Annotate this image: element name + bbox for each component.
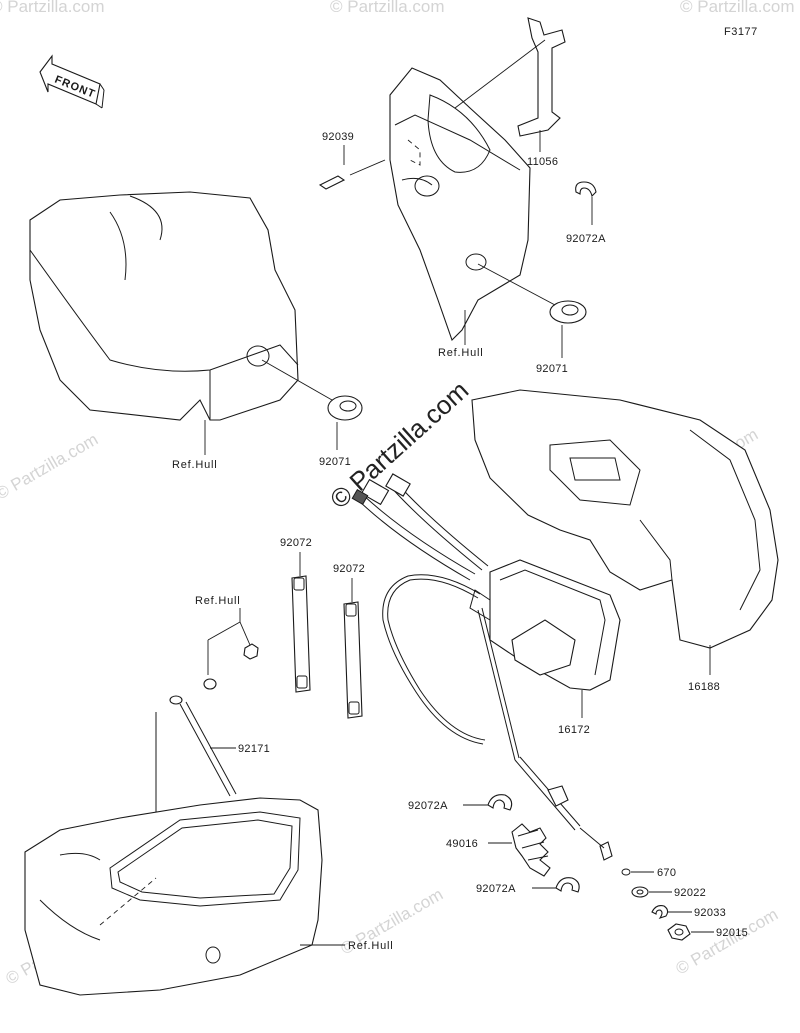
watermark: © Partzilla.com xyxy=(330,0,445,16)
part-label-92171: 92171 xyxy=(238,743,270,755)
part-label-16188: 16188 xyxy=(688,681,720,693)
grommet-92071-top: 92071 xyxy=(477,263,587,375)
part-label-92072A-top: 92072A xyxy=(566,233,606,245)
tank-16188: 16188 xyxy=(471,389,779,693)
watermark: © Partzilla.com xyxy=(680,0,795,16)
part-label-92039: 92039 xyxy=(322,131,354,143)
clamp-92072A-low: 92072A xyxy=(476,877,580,895)
part-label-11056: 11056 xyxy=(527,156,558,168)
nut-92015: 92015 xyxy=(667,923,748,941)
part-label-92072A-mid: 92072A xyxy=(408,800,448,812)
strap-92072-a: 92072 xyxy=(280,537,312,693)
ref-hull-mid-group: Ref.Hull xyxy=(195,595,259,690)
part-label-670: 670 xyxy=(657,867,676,879)
part-label-92033: 92033 xyxy=(694,907,726,919)
grommet-92071-left: 92071 xyxy=(261,359,363,468)
ref-hull-top: Ref.Hull xyxy=(438,347,484,359)
pin-92039: 92039 xyxy=(318,131,386,190)
washer-92022: 92022 xyxy=(631,886,706,899)
watermark: © Partzilla.com xyxy=(0,0,105,16)
part-label-16172: 16172 xyxy=(558,724,590,736)
left-hull-section xyxy=(29,191,299,421)
wire-harness xyxy=(351,473,489,581)
part-label-92072-a: 92072 xyxy=(280,537,312,549)
front-arrow-icon: FRONT xyxy=(39,54,105,109)
bottom-hull-section: Ref.Hull xyxy=(24,797,394,996)
strap-92072-b: 92072 xyxy=(333,563,365,719)
ref-hull-bottom: Ref.Hull xyxy=(348,940,394,952)
boot-49016: 49016 xyxy=(446,823,551,877)
part-label-92071-top: 92071 xyxy=(536,363,568,375)
upper-hull-section xyxy=(389,67,531,342)
part-label-92072-b: 92072 xyxy=(333,563,365,575)
lockwasher-92033: 92033 xyxy=(651,905,726,920)
control-module-16172: 16172 xyxy=(469,559,621,736)
part-label-92022: 92022 xyxy=(674,887,706,899)
clamp-92072A-mid: 92072A xyxy=(408,794,513,812)
tie-92171: 92171 xyxy=(155,695,270,878)
part-label-92071-left: 92071 xyxy=(319,456,351,468)
watermark: © Partzilla.com xyxy=(673,905,782,979)
bracket-11056: 11056 xyxy=(454,17,566,168)
part-label-49016: 49016 xyxy=(446,838,478,850)
figure-code: F3177 xyxy=(724,26,758,38)
cable-assembly xyxy=(382,574,613,861)
part-label-92015: 92015 xyxy=(716,927,748,939)
part-label-92072A-low: 92072A xyxy=(476,883,516,895)
clamp-92072A-top: 92072A xyxy=(566,181,606,245)
watermark: © Partzilla.com xyxy=(0,430,101,504)
ref-hull-left: Ref.Hull xyxy=(172,459,218,471)
ref-hull-mid: Ref.Hull xyxy=(195,595,241,607)
hardware-670: 670 xyxy=(621,867,676,879)
